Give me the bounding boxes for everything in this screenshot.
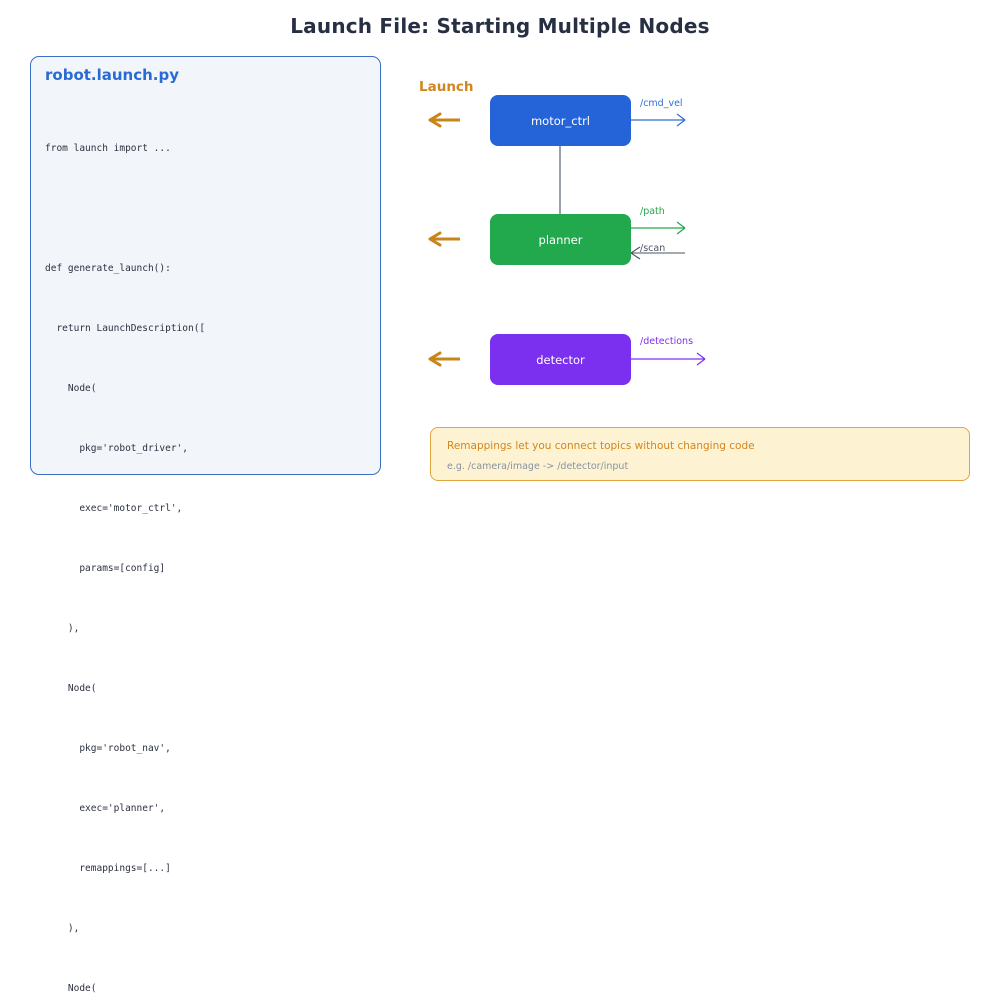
topic-arrow-cmd-vel [631, 113, 686, 127]
code-line: ), [45, 623, 80, 634]
topic-arrow-scan [630, 246, 685, 260]
code-filename-label: robot.launch.py [45, 66, 180, 84]
remappings-note-box: Remappings let you connect topics withou… [430, 427, 970, 481]
node-motor-ctrl[interactable]: motor_ctrl [490, 95, 631, 146]
code-line: Node( [45, 683, 97, 694]
page-title: Launch File: Starting Multiple Nodes [290, 14, 710, 38]
topic-label-detections: /detections [640, 336, 694, 347]
code-line: exec='motor_ctrl', [45, 503, 183, 514]
code-line: Node( [45, 383, 97, 394]
launch-label: Launch [419, 79, 474, 95]
code-line: pkg='robot_nav', [45, 743, 171, 754]
node-graph-diagram: Launch [400, 56, 1000, 500]
node-planner[interactable]: planner [490, 214, 631, 265]
code-line [45, 199, 372, 219]
code-line: from launch import ... [45, 143, 171, 154]
code-line: ), [45, 923, 80, 934]
code-line: exec='planner', [45, 803, 166, 814]
launch-arrow-planner [428, 231, 460, 247]
code-listing: from launch import ... def generate_laun… [45, 99, 372, 1000]
topic-arrow-path [631, 221, 686, 235]
code-panel: robot.launch.py from launch import ... d… [30, 56, 381, 994]
topic-label-scan: /scan [640, 243, 666, 254]
topic-arrow-detections [631, 352, 706, 366]
note-secondary-text: e.g. /camera/image -> /detector/input [447, 461, 629, 472]
edge-layer [428, 112, 706, 367]
topic-label-cmd-vel: /cmd_vel [640, 98, 683, 109]
launch-arrow-motor-ctrl [428, 112, 460, 128]
code-line: remappings=[...] [45, 863, 171, 874]
code-line: return LaunchDescription([ [45, 323, 206, 334]
code-line: def generate_launch(): [45, 263, 171, 274]
launch-arrow-detector [428, 351, 460, 367]
node-detector[interactable]: detector [490, 334, 631, 385]
code-line: Node( [45, 983, 97, 994]
topic-label-path: /path [640, 206, 665, 217]
code-line: pkg='robot_driver', [45, 443, 188, 454]
code-line: params=[config] [45, 563, 166, 574]
note-primary-text: Remappings let you connect topics withou… [447, 440, 755, 452]
